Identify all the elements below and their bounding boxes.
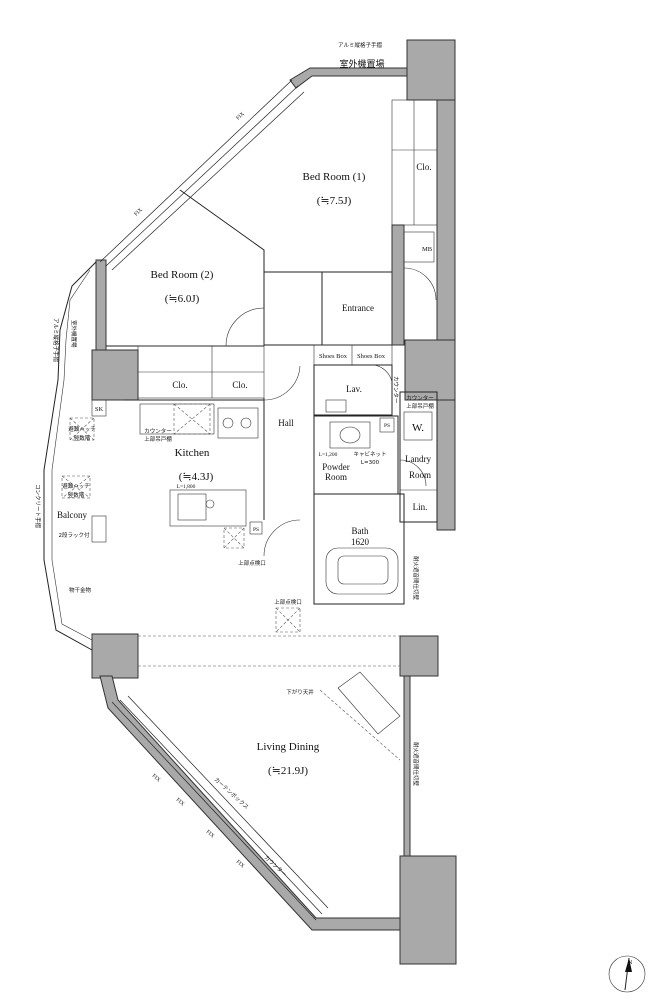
room-name-powder-1: Powder [322, 462, 350, 472]
note-inspection-1: 上部点検口 [238, 559, 266, 567]
room-name-lav: Lav. [346, 384, 362, 394]
room-name-mb: MB [422, 246, 433, 253]
wall-column [91, 633, 139, 679]
room-area-bed1: (≒7.5J) [317, 195, 352, 207]
note-alumi-top: アルミ縦格子手摺 [338, 41, 382, 49]
room-name-bath: Bath [352, 526, 369, 536]
note-lowered-ceiling: 下がり天井 [286, 688, 314, 696]
wall-left-bed2 [95, 259, 107, 351]
wall-column [406, 39, 456, 101]
room-name-laundry-2: Room [409, 470, 431, 480]
note-evac-hatch-2: 避難ハッチ [62, 482, 90, 490]
note-fireproof-2: 耐火遮音間仕切壁 [412, 742, 420, 787]
room-area-kitchen: (≒4.3J) [179, 471, 214, 483]
wall-column [399, 635, 439, 677]
note-counter-lav: カウンター [392, 376, 400, 404]
note-evac-hatch-1b: 竪数階 [74, 434, 91, 442]
room-name-bed2: Bed Room (2) [151, 269, 214, 281]
closet-label-bed2a: Clo. [172, 380, 187, 390]
room-name-ps-kitchen: PS [253, 527, 259, 533]
room-name-laundry-1: Landry [405, 454, 431, 464]
room-name-balcony: Balcony [57, 510, 87, 520]
wall-column [91, 349, 139, 401]
wall-right-upper [436, 99, 456, 531]
room-area-bed2: (≒6.0J) [165, 293, 200, 305]
closet-label-bed1: Clo. [416, 162, 431, 172]
fix-label: FIX [235, 859, 246, 869]
note-counter-kitchen-b: 上部吊戸棚 [144, 435, 172, 443]
room-name-ps-powder: PS [384, 423, 390, 429]
closet-label-bed2b: Clo. [232, 380, 247, 390]
wall-top-diagonal [289, 67, 408, 89]
north-label: N [628, 959, 633, 966]
wall-right-lower [403, 675, 411, 857]
note-concrete-rail: コンクリート手摺 [34, 484, 42, 529]
note-inspection-2: 上部点検口 [274, 598, 302, 606]
interior-walls [106, 99, 438, 761]
note-cabinet-length: L=300 [361, 460, 380, 466]
room-name-hall: Hall [278, 418, 294, 428]
wall-column [404, 339, 456, 401]
room-name-lin: Lin. [413, 502, 428, 512]
wall-bottom-diagonal [99, 675, 401, 931]
room-area-living: (≒21.9J) [268, 765, 308, 777]
fix-label: FIX [205, 829, 216, 839]
fix-label: FIX [235, 111, 246, 121]
note-counter-laundry-b: 上部吊戸棚 [406, 402, 434, 410]
window-top [99, 79, 305, 271]
note-rack: 2段ラック付 [59, 531, 90, 539]
note-outdoor-unit-top: 室外機置場 [339, 58, 384, 70]
north-arrow [608, 955, 646, 993]
note-laundry-hanger: 物干金物 [69, 586, 92, 594]
room-name-w: W. [412, 422, 424, 434]
note-cabinet: キャビネット [353, 450, 386, 458]
fix-label: FIX [133, 207, 144, 217]
shoes-box-1: Shoes Box [319, 353, 348, 360]
fix-label: FIX [151, 773, 162, 783]
note-counter-laundry: カウンター [406, 394, 434, 402]
note-alumi-left: アルミ縦格子手摺 [52, 318, 60, 362]
shoes-box-2: Shoes Box [357, 353, 386, 360]
room-name-living: Living Dining [257, 741, 320, 753]
fix-label: FIX [175, 797, 186, 807]
note-evac-hatch-1: 避難ハッチ [68, 425, 96, 433]
room-name-entrance: Entrance [342, 303, 374, 313]
powder-length: L=1,200 [319, 452, 338, 458]
room-name-powder-2: Room [325, 472, 347, 482]
note-evac-hatch-2b: 竪数階 [68, 491, 85, 499]
room-name-sk: SK [95, 406, 104, 413]
doors [225, 267, 437, 557]
room-name-bed1: Bed Room (1) [303, 171, 366, 183]
note-fireproof-1: 耐火遮音間仕切壁 [412, 556, 420, 601]
balcony-area [43, 261, 107, 651]
window-bottom [111, 695, 329, 921]
note-counter-kitchen: カウンター [144, 427, 172, 435]
room-name-kitchen: Kitchen [175, 447, 210, 459]
note-outdoor-unit-left: 室外機置場 [70, 320, 78, 348]
kitchen-length: L=1,800 [177, 484, 196, 490]
wall-column [399, 855, 457, 965]
bath-size: 1620 [351, 537, 370, 547]
wall-mb [391, 224, 405, 346]
